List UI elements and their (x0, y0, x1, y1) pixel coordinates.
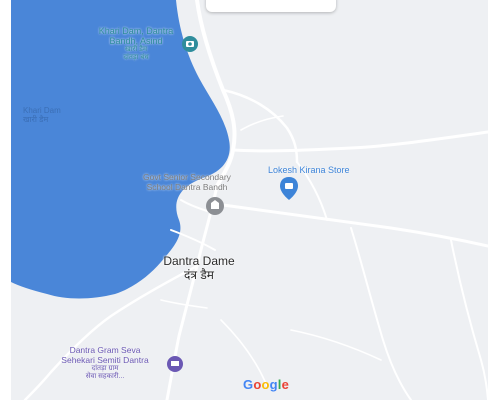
lake-water (11, 0, 230, 299)
road-far-east (450, 239, 488, 400)
road-north-branch (221, 88, 299, 164)
google-logo-o2: o (261, 377, 270, 392)
google-logo: Google (243, 377, 289, 392)
google-logo-g1: G (243, 377, 254, 392)
google-logo-l: l (277, 377, 282, 392)
school-poi-label[interactable]: Govt Senior Secondary School Dantra Band… (143, 172, 231, 192)
village-label: Dantra Dame दंत्र डैम (163, 254, 235, 282)
kirana-pin (280, 177, 298, 200)
gram-seva-pin (167, 356, 183, 372)
map-canvas[interactable] (11, 0, 488, 400)
khari-dam-pin (182, 36, 198, 52)
search-box-stub[interactable] (206, 0, 336, 12)
kirana-poi-label[interactable]: Lokesh Kirana Store (268, 165, 350, 175)
road-southwest (23, 264, 199, 400)
google-logo-o1: o (253, 377, 262, 392)
map-view[interactable]: Khari Dam खारी डैम Khari Dam, Dantra Ban… (11, 0, 488, 400)
road-lower-right (290, 329, 382, 361)
road-main-north (195, 0, 237, 188)
road-east-lower (221, 203, 488, 248)
school-pin (206, 197, 224, 215)
road-east-branch (296, 161, 328, 221)
khari-dam-poi-label[interactable]: Khari Dam, Dantra Bandh, Asind खारी डैम … (98, 26, 174, 61)
road-village-3 (160, 299, 208, 309)
road-south-loop (220, 319, 268, 387)
road-southeast (350, 227, 412, 400)
google-logo-e: e (281, 377, 290, 392)
google-logo-g2: g (269, 377, 278, 392)
lake-label: Khari Dam खारी डैम (23, 106, 61, 124)
gram-seva-poi-label[interactable]: Dantra Gram Seva Sehekari Semiti Dantra … (61, 345, 149, 380)
road-village-2 (170, 229, 216, 251)
road-village-4 (240, 115, 284, 131)
road-east (231, 130, 488, 153)
